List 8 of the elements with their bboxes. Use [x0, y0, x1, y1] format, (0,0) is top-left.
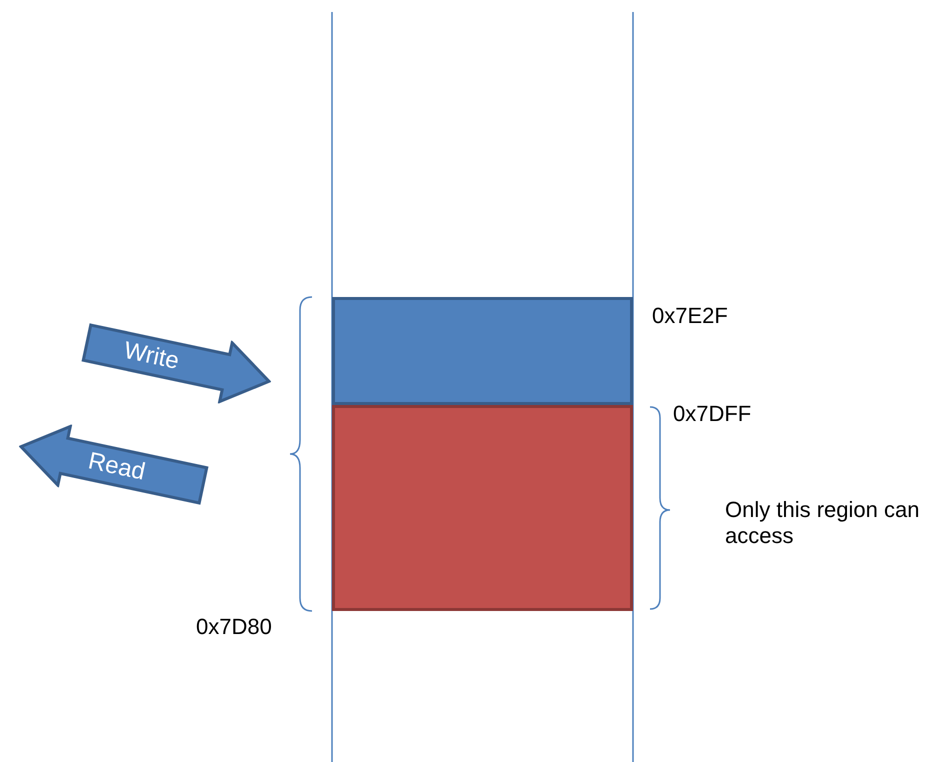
memory-region — [332, 297, 633, 405]
address-label: 0x7D80 — [196, 614, 273, 640]
note-text: Only this region can access — [725, 497, 920, 549]
arrow-label: Write — [121, 336, 182, 376]
memory-region — [332, 405, 633, 611]
arrow-label: Read — [86, 447, 148, 487]
address-label: 0x7DFF — [673, 401, 752, 427]
address-label: 0x7E2F — [652, 303, 728, 329]
